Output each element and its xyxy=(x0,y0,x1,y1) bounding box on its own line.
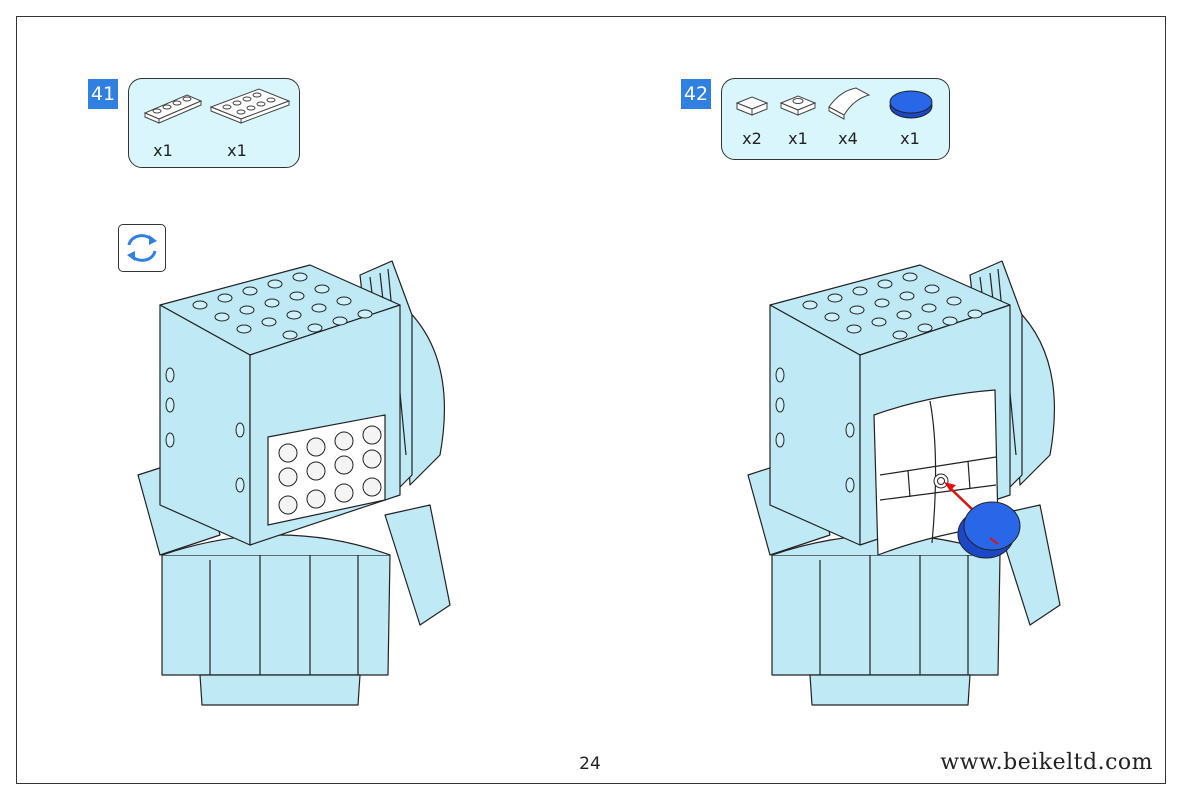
parts-callout: x2 x1 x4 x1 xyxy=(721,78,950,160)
website-url: www.beikeltd.com xyxy=(940,750,1153,775)
page-frame xyxy=(16,16,1166,784)
step-number-badge: 42 xyxy=(681,79,711,109)
rotate-model-hint xyxy=(118,224,166,272)
part-quantity: x1 xyxy=(227,141,247,160)
part-quantity: x1 xyxy=(788,129,808,148)
blue-round-tile-icon xyxy=(889,90,933,119)
model-assembly-step-41 xyxy=(137,260,451,706)
rotate-arrows-icon xyxy=(127,234,157,262)
part-quantity: x1 xyxy=(153,141,173,160)
page-number: 24 xyxy=(579,754,601,774)
part-quantity: x1 xyxy=(900,129,920,148)
part-quantity: x4 xyxy=(838,129,858,148)
white-curved-slope-icon xyxy=(828,87,871,120)
white-tile-1x1-icon xyxy=(735,96,769,116)
white-jumper-plate-icon xyxy=(779,95,817,116)
part-quantity: x2 xyxy=(742,129,762,148)
model-assembly-step-42 xyxy=(747,260,1061,706)
white-plate-1x4-icon xyxy=(143,94,203,124)
parts-callout: x1 x1 xyxy=(128,78,300,168)
blue-round-tile-placement xyxy=(957,501,1021,559)
white-plate-2x4-icon xyxy=(209,88,291,124)
step-number-badge: 41 xyxy=(88,79,118,109)
